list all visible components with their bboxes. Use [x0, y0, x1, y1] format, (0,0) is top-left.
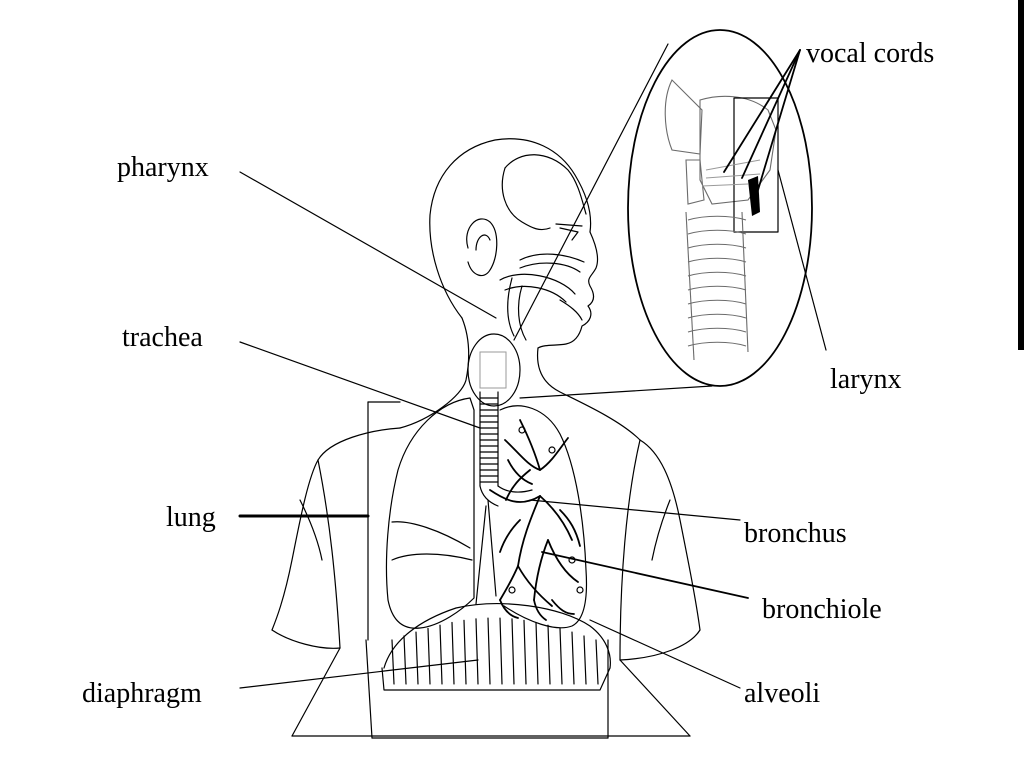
leader-vocal-cords-1 — [723, 49, 801, 173]
label-bronchiole: bronchiole — [762, 594, 882, 625]
body-outline — [271, 138, 701, 739]
leader-bronchiole — [541, 551, 749, 599]
label-lung: lung — [166, 502, 216, 533]
leader-larynx — [777, 169, 827, 351]
lungs — [385, 397, 588, 629]
label-larynx: larynx — [830, 364, 902, 395]
label-alveoli: alveoli — [744, 678, 820, 709]
label-trachea: trachea — [122, 322, 203, 353]
leader-bronchus — [529, 499, 741, 521]
larynx-inset — [513, 29, 813, 399]
edge-bar — [1018, 0, 1024, 350]
label-diaphragm: diaphragm — [82, 678, 202, 709]
label-pharynx: pharynx — [117, 152, 209, 183]
trachea-structure — [467, 333, 533, 605]
leader-vocal-cords-3 — [757, 49, 801, 191]
leader-diaphragm — [239, 659, 479, 689]
label-bronchus: bronchus — [744, 518, 847, 549]
leader-pharynx — [239, 171, 497, 319]
label-vocal-cords: vocal cords — [806, 38, 934, 69]
leader-vocal-cords-2 — [741, 49, 801, 179]
label-group: vocal cords pharynx trachea lung larynx … — [82, 38, 934, 709]
leader-trachea — [239, 341, 481, 429]
diaphragm-shape — [381, 603, 611, 691]
leader-alveoli — [589, 619, 741, 689]
